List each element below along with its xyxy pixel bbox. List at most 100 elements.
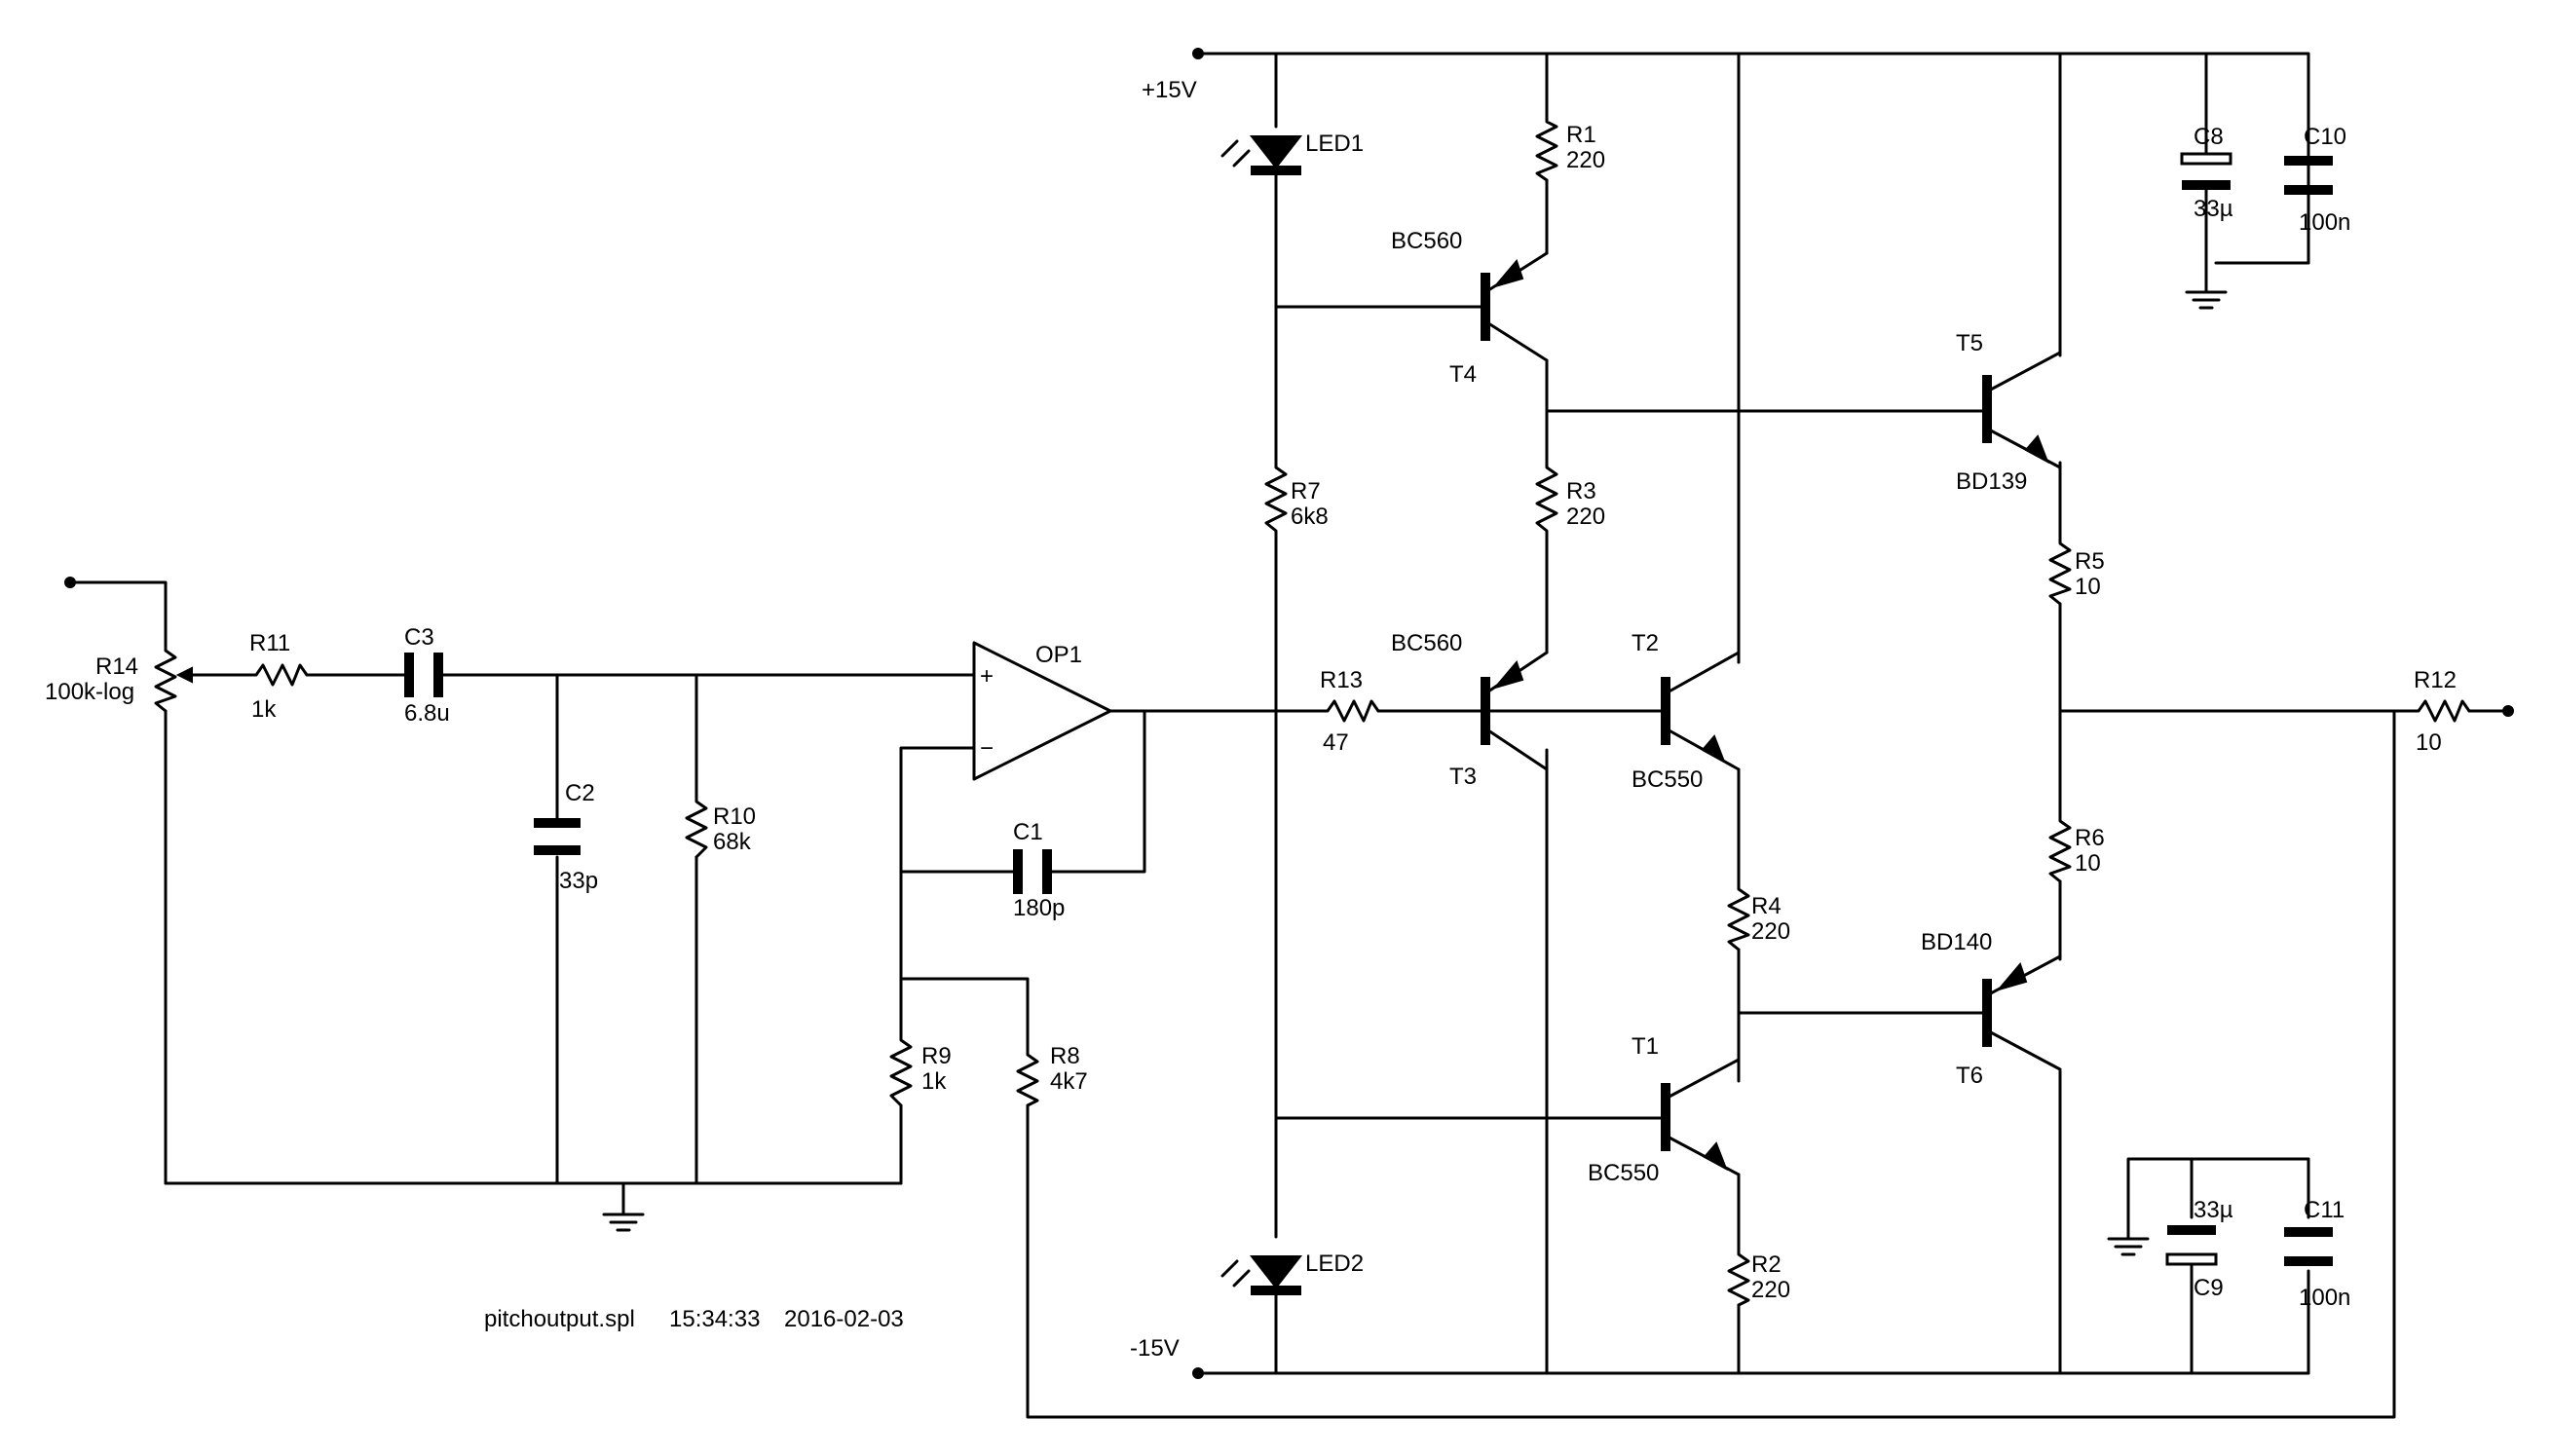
- resistor-R2: [1727, 1245, 1750, 1307]
- label-R10-value: 68k: [713, 829, 752, 855]
- label-R14-ref: R14: [95, 653, 138, 680]
- resistor-R5: [2048, 534, 2072, 606]
- resistor-R10: [685, 792, 708, 859]
- label-R6-ref: R6: [2075, 825, 2105, 851]
- label-R7-value: 6k8: [1291, 504, 1329, 530]
- label-R2-ref: R2: [1751, 1251, 1782, 1278]
- transistor-T1: [1661, 1011, 1741, 1185]
- resistor-R1: [1535, 110, 1558, 182]
- label-R5-value: 10: [2075, 574, 2101, 600]
- resistor-R6: [2048, 811, 2072, 883]
- label-R1-value: 220: [1566, 147, 1605, 173]
- resistor-R7: [1264, 456, 1288, 538]
- resistor-R11: [246, 663, 309, 687]
- transistor-T6: [1982, 954, 2062, 1071]
- output-terminal: [2502, 705, 2514, 717]
- label-R12-value: 10: [2416, 729, 2442, 756]
- label-R9-value: 1k: [921, 1068, 947, 1095]
- label-R2-value: 220: [1751, 1277, 1790, 1303]
- label-LED1: LED1: [1305, 131, 1364, 157]
- opamp-plus-sign: +: [980, 663, 994, 690]
- label-R1-ref: R1: [1566, 122, 1596, 148]
- capacitor-C8: [2180, 144, 2232, 294]
- opamp-minus-sign: −: [980, 735, 994, 762]
- label-C2-ref: C2: [565, 780, 595, 806]
- label-C1-ref: C1: [1013, 819, 1043, 845]
- capacitors: [404, 144, 2333, 1283]
- label-R6-value: 10: [2075, 850, 2101, 877]
- label-C10-value: 100n: [2299, 209, 2350, 236]
- ground-icon: [602, 1213, 645, 1232]
- wiring: [68, 52, 2510, 1419]
- label-R13-value: 47: [1323, 729, 1349, 756]
- label-T4-ref: T4: [1449, 361, 1477, 388]
- label-LED2: LED2: [1305, 1251, 1364, 1277]
- label-T2-ref: T2: [1632, 630, 1659, 656]
- ground-symbols: [602, 290, 2228, 1256]
- label-R4-value: 220: [1751, 918, 1790, 945]
- resistor-R9: [889, 1030, 913, 1107]
- capacitor-C10: [2284, 156, 2333, 265]
- footer-filename: pitchoutput.spl: [484, 1306, 635, 1332]
- led-LED2: [1220, 1255, 1303, 1295]
- label-R8-value: 4k7: [1050, 1068, 1088, 1095]
- opamp-OP1: + −: [972, 641, 1112, 781]
- resistor-R14: [154, 641, 177, 713]
- resistors: [154, 110, 2471, 1307]
- ground-icon: [2107, 1237, 2150, 1256]
- label-C3-ref: C3: [404, 624, 434, 651]
- footer-time: 15:34:33: [669, 1306, 760, 1332]
- resistor-R12: [2409, 699, 2471, 723]
- label-C11-ref: C11: [2304, 1197, 2345, 1223]
- label-R13-ref: R13: [1320, 667, 1363, 693]
- label-C3-value: 6.8u: [404, 700, 450, 727]
- capacitor-C11: [2284, 1227, 2333, 1266]
- label-R11-value: 1k: [251, 696, 277, 723]
- capacitor-C2: [534, 816, 581, 855]
- label-T6-type: BD140: [1921, 929, 1992, 955]
- transistor-T3: [1481, 651, 1549, 781]
- label-R9-ref: R9: [921, 1043, 952, 1069]
- rail-terminal-negative: [1192, 1367, 1204, 1379]
- capacitor-C3: [404, 653, 443, 697]
- resistor-R3: [1535, 456, 1558, 538]
- label-R12-ref: R12: [2414, 667, 2457, 693]
- label-R7-ref: R7: [1291, 478, 1321, 504]
- label-T4-type: BC560: [1391, 228, 1462, 254]
- label-R11-ref: R11: [249, 630, 290, 656]
- label-R10-ref: R10: [713, 803, 756, 830]
- label-C11-value: 100n: [2299, 1285, 2350, 1311]
- rail-terminal-positive: [1192, 48, 1204, 59]
- label-T1-type: BC550: [1588, 1160, 1659, 1186]
- label-T5-ref: T5: [1956, 330, 1983, 356]
- input-terminal: [64, 577, 76, 588]
- label-OP1: OP1: [1035, 642, 1082, 668]
- rail-label-negative: -15V: [1130, 1335, 1180, 1362]
- label-C9-ref: C9: [2194, 1275, 2224, 1301]
- label-T2-type: BC550: [1632, 766, 1703, 793]
- terminals: [64, 48, 2514, 1379]
- transistor-T4: [1481, 251, 1549, 362]
- label-C8-value: 33µ: [2194, 196, 2233, 222]
- label-T6-ref: T6: [1956, 1063, 1983, 1089]
- labels: +15V -15V LED1 LED2 R1 220 R7 6k8 R3 220…: [45, 77, 2457, 1362]
- label-C8-ref: C8: [2194, 124, 2224, 150]
- ground-icon: [2185, 290, 2228, 310]
- label-C1-value: 180p: [1013, 895, 1065, 921]
- label-T3-ref: T3: [1449, 764, 1477, 790]
- label-R3-value: 220: [1566, 504, 1605, 530]
- label-T3-type: BC560: [1391, 630, 1462, 656]
- capacitor-C1: [1013, 849, 1054, 894]
- footer-date: 2016-02-03: [784, 1306, 904, 1332]
- resistor-R8: [1016, 1045, 1039, 1107]
- label-T1-ref: T1: [1632, 1033, 1659, 1060]
- label-R3-ref: R3: [1566, 478, 1596, 504]
- transistor-T2: [1661, 651, 1741, 771]
- resistor-R4: [1727, 879, 1750, 952]
- label-C10-ref: C10: [2304, 124, 2346, 150]
- label-R14-value: 100k-log: [45, 679, 134, 705]
- label-R5-ref: R5: [2075, 548, 2105, 575]
- label-T5-type: BD139: [1956, 468, 2027, 495]
- transistor-T5: [1982, 351, 2062, 469]
